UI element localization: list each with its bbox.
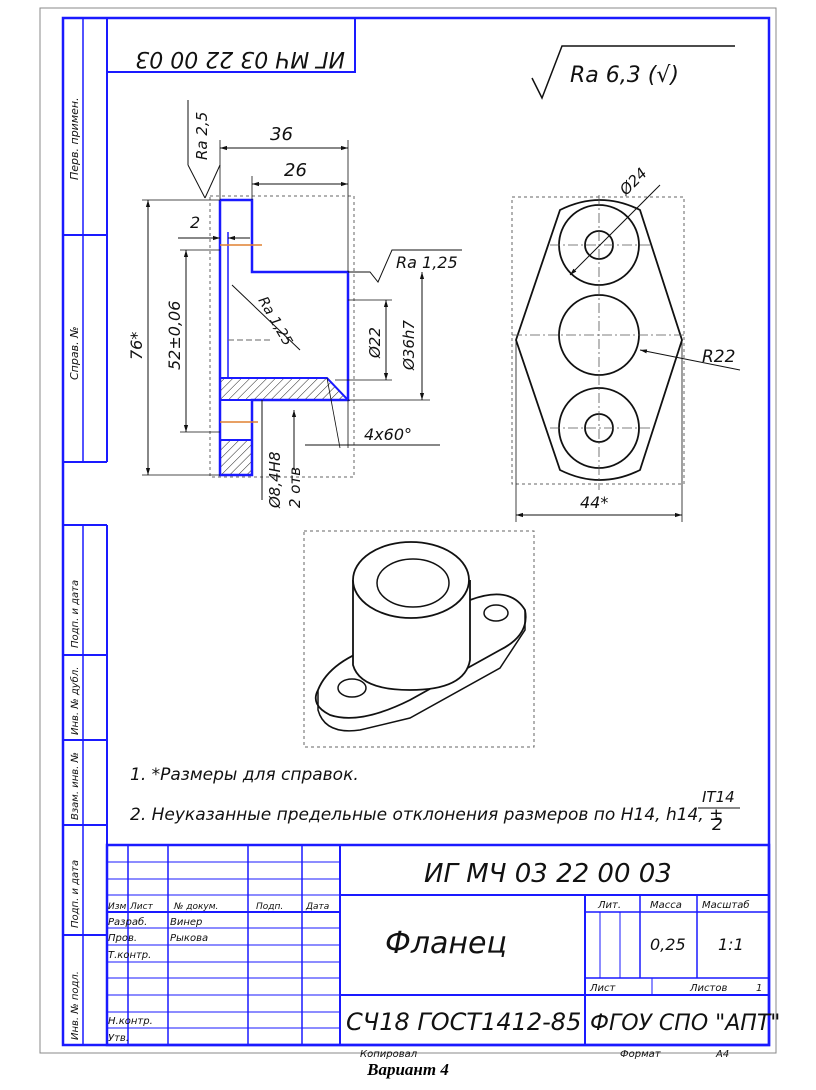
tb-listov-value: 1 xyxy=(756,983,762,994)
top-stamp-designation: ИГ МЧ 03 22 00 03 xyxy=(135,46,345,71)
dim-holes: Ø8,4H8 xyxy=(266,452,284,509)
label-vzam-inv: Взам. инв. № xyxy=(70,752,81,820)
dim-44: 44* xyxy=(580,493,608,512)
tb-prov-name: Рыкова xyxy=(170,933,208,944)
label-perv-primen: Перв. примен. xyxy=(68,97,81,180)
tb-col-podp: Подп. xyxy=(256,902,283,912)
tb-lit: Лит. xyxy=(597,900,621,911)
dim-phi22: Ø22 xyxy=(366,327,384,359)
tb-nkontr: Н.контр. xyxy=(108,1016,153,1027)
note-frac-bottom: 2 xyxy=(712,815,723,835)
dim-holes-count: 2 отв xyxy=(286,467,304,508)
note-1: 1. *Размеры для справок. xyxy=(130,765,359,785)
dim-76: 76* xyxy=(127,332,146,360)
dim-phi36: Ø36h7 xyxy=(400,320,418,371)
dim-2: 2 xyxy=(190,213,200,232)
dim-36: 36 xyxy=(270,124,293,145)
note-frac-top: IT14 xyxy=(702,788,735,806)
tb-massa-value: 0,25 xyxy=(650,935,686,954)
roughness-general: Ra 6,3 (√) xyxy=(570,63,679,88)
dim-26: 26 xyxy=(284,160,307,181)
tb-part-name: Фланец xyxy=(385,926,507,961)
label-podp-data-1: Подп. и дата xyxy=(70,580,81,648)
label-podp-data-2: Подп. и дата xyxy=(70,860,81,928)
tb-col-izm: Изм xyxy=(108,902,127,912)
bottom-format-value: A4 xyxy=(715,1049,729,1060)
label-inv-dubl: Инв. № дубл. xyxy=(69,667,81,735)
tb-col-data: Дата xyxy=(305,902,329,912)
title-block xyxy=(105,843,771,1047)
tb-organization: ФГОУ СПО "АПТ" xyxy=(590,1011,780,1036)
tb-col-docum: № докум. xyxy=(173,902,218,912)
isometric-view xyxy=(303,530,535,748)
roughness-ra125-outer: Ra 1,25 xyxy=(396,253,458,272)
label-sprav-no: Справ. № xyxy=(68,326,81,380)
tb-razrab-name: Винер xyxy=(170,917,202,928)
tb-scale-value: 1:1 xyxy=(718,935,744,954)
tb-massa: Масса xyxy=(650,900,682,911)
tb-list-label: Лист xyxy=(589,983,617,994)
roughness-ra25: Ra 2,5 xyxy=(193,112,211,160)
bottom-format: Формат xyxy=(620,1049,662,1060)
bottom-kopiroval: Копировал xyxy=(360,1049,418,1060)
note-2: 2. Неуказанные предельные отклонения раз… xyxy=(130,805,723,825)
tb-utv: Утв. xyxy=(108,1033,129,1044)
tb-prov: Пров. xyxy=(108,933,137,944)
tb-designation: ИГ МЧ 03 22 00 03 xyxy=(424,859,672,889)
dim-chamfer: 4x60° xyxy=(364,425,412,444)
tb-listov-label: Листов xyxy=(689,983,727,994)
label-inv-podl: Инв. № подл. xyxy=(70,971,81,1040)
tb-tkontr: Т.контр. xyxy=(108,950,151,961)
variant-caption: Вариант 4 xyxy=(367,1060,449,1079)
tb-material: СЧ18 ГОСТ1412-85 xyxy=(346,1008,581,1036)
dim-r22: R22 xyxy=(702,347,735,367)
tb-col-list: Лист xyxy=(129,902,154,912)
dim-52: 52±0,06 xyxy=(165,301,184,370)
tb-masshtab: Масштаб xyxy=(702,899,750,911)
tb-razrab: Разраб. xyxy=(108,916,147,928)
